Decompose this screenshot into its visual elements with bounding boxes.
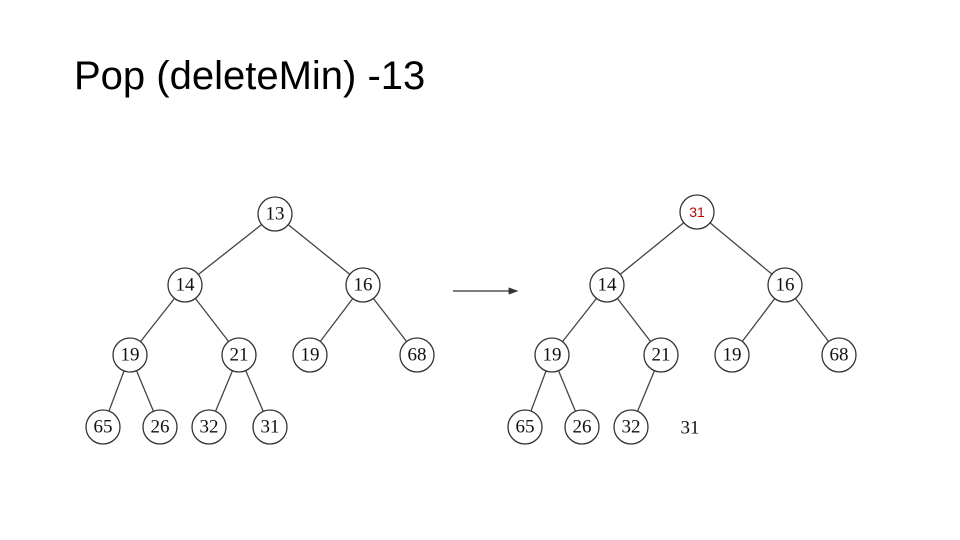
heap-node: 21 [643,337,679,373]
heap-node: 16 [345,267,381,303]
heap-node: 19 [112,337,148,373]
heap-node: 26 [564,409,600,445]
heap-node: 65 [85,409,121,445]
heap-node-root: 13 [257,196,293,232]
node-label: 14 [598,275,618,296]
heap-node: 21 [221,337,257,373]
edge [696,211,786,286]
heap-node: 19 [714,337,750,373]
node-label: 19 [301,345,320,366]
after-edges [524,211,840,428]
edge [274,213,364,286]
edge [184,213,276,286]
heap-node: 19 [534,337,570,373]
heap-node: 65 [507,409,543,445]
node-label: 31 [261,417,280,438]
node-label: 32 [622,417,641,438]
before-edges [102,213,418,428]
heap-node: 16 [767,267,803,303]
heap-node: 26 [142,409,178,445]
heap-node: 14 [167,267,203,303]
node-label: 21 [230,345,249,366]
node-label: 19 [121,345,140,366]
node-label: 14 [176,275,196,296]
node-label: 16 [354,275,373,296]
heap-node: 68 [399,337,435,373]
root-label-moved: 31 [689,204,705,220]
heap-node: 32 [191,409,227,445]
after-heap-tree: 31 14 16 19 21 19 68 65 [507,194,857,445]
slide-title: Pop (deleteMin) -13 [74,54,426,98]
before-heap-tree: 13 14 16 19 21 19 68 65 [85,196,435,445]
node-label: 13 [266,204,285,225]
heap-node: 19 [292,337,328,373]
removed-leaf-label: 31 [681,418,700,439]
node-label: 21 [652,345,671,366]
node-label: 68 [830,345,849,366]
node-label: 65 [94,417,113,438]
heap-node: 32 [613,409,649,445]
node-label: 16 [776,275,795,296]
node-label: 65 [516,417,535,438]
heap-node-last: 31 [252,409,288,445]
heap-node: 68 [821,337,857,373]
heap-node-root: 31 [679,194,715,230]
edge [606,211,698,286]
node-label: 26 [573,417,592,438]
node-label: 19 [723,345,742,366]
node-label: 26 [151,417,170,438]
node-label: 32 [200,417,219,438]
node-label: 68 [408,345,427,366]
heap-node: 14 [589,267,625,303]
node-label: 19 [543,345,562,366]
